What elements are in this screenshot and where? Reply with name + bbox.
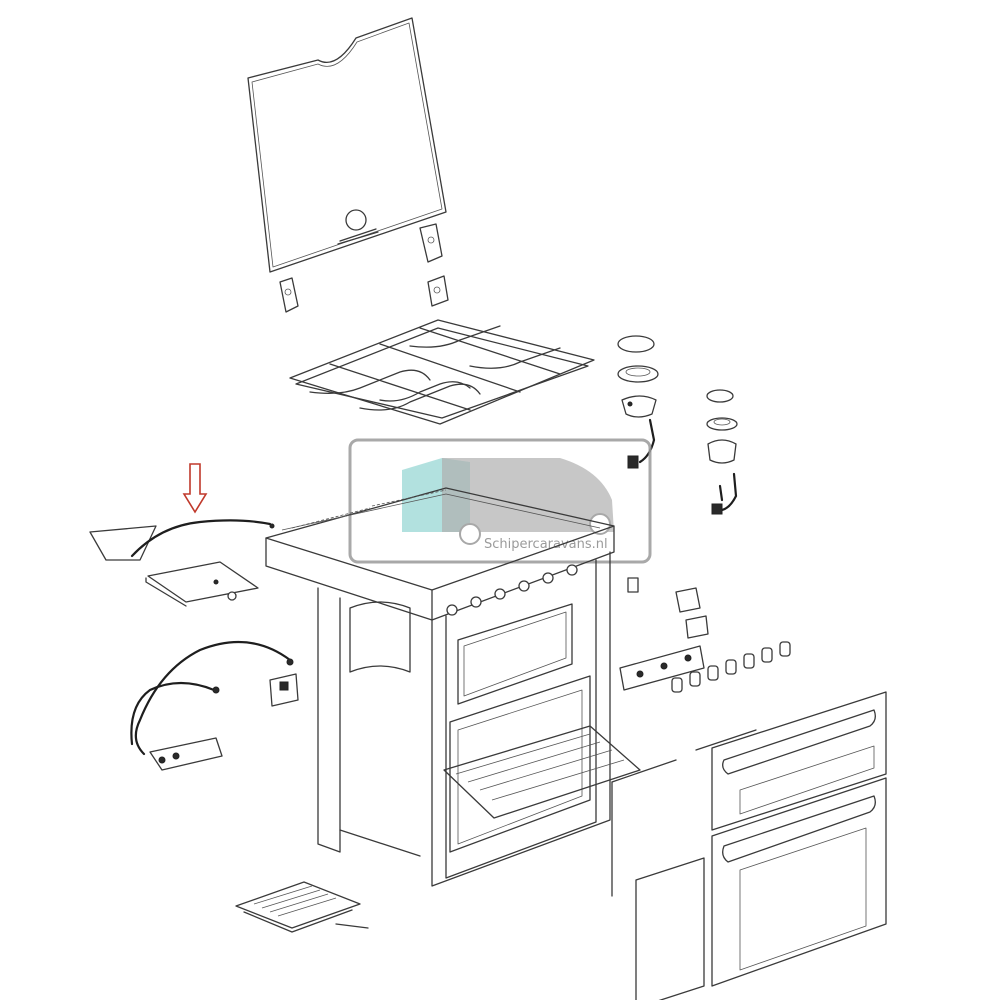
oven-shelf xyxy=(443,725,641,819)
grill-pan xyxy=(235,881,369,933)
ignition-wire-loop xyxy=(130,640,294,756)
control-knobs xyxy=(671,641,791,693)
door-glass-panels xyxy=(611,729,757,1000)
watermark-text: Schipercaravans.nl xyxy=(484,537,608,552)
cabinet-front-frame xyxy=(431,551,611,887)
thermocouple-wire-upper xyxy=(130,519,275,558)
rear-heat-shield xyxy=(349,601,411,673)
lower-oven-door xyxy=(711,777,887,987)
igniter-block xyxy=(149,737,223,771)
pan-support-grid xyxy=(289,319,595,425)
glass-lid xyxy=(247,17,447,273)
ignition-unit xyxy=(269,673,299,707)
down-arrow-icon xyxy=(182,463,208,514)
lid-hinge-right xyxy=(419,223,449,307)
burner-cap-large xyxy=(617,335,655,353)
burner-head-large xyxy=(617,365,659,383)
gas-valves xyxy=(619,577,709,691)
burner-cap-small xyxy=(706,389,734,403)
burner-head-small xyxy=(706,417,738,431)
upper-oven-cavity xyxy=(457,603,573,705)
control-knob-spindles xyxy=(446,564,578,616)
grill-element-assembly xyxy=(89,525,259,607)
lid-hinge-left xyxy=(279,277,299,313)
watermark-logo: Schipercaravans.nl xyxy=(348,438,652,564)
hob-top-panel xyxy=(265,487,615,621)
burner-base-small xyxy=(707,439,737,464)
burner-base-large xyxy=(621,395,657,418)
upper-oven-door xyxy=(711,691,887,831)
thermocouple-small xyxy=(711,472,738,515)
lower-oven-cavity xyxy=(449,675,591,853)
cabinet-left-side xyxy=(317,587,421,857)
